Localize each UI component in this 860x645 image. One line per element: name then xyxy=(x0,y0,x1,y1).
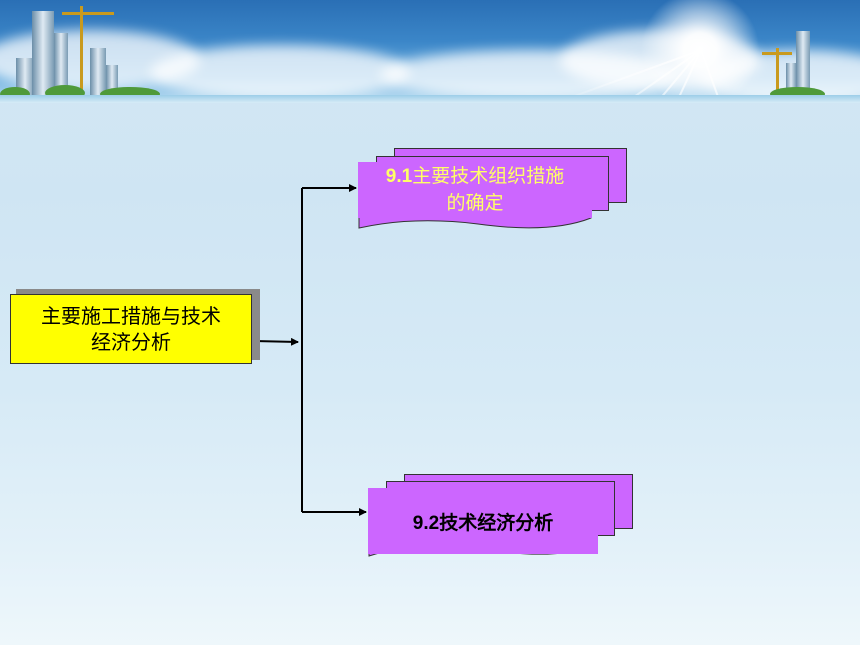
branch1-line2: 的确定 xyxy=(446,192,504,214)
branch1-line1: 主要技术组织措施 xyxy=(412,165,565,187)
branch2-label: 9.2技术经济分析 xyxy=(412,512,554,534)
root-node-line1: 主要施工措施与技术 xyxy=(41,304,221,328)
root-node: 主要施工措施与技术 经济分析 xyxy=(10,294,252,364)
header-banner xyxy=(0,0,860,103)
branch1-label: 9.1主要技术组织措施 的确定 xyxy=(358,162,592,218)
branch1-number: 9.1 xyxy=(385,166,413,187)
branch2-label-box: 9.2技术经济分析 xyxy=(368,488,598,554)
root-node-line2: 经济分析 xyxy=(91,330,171,354)
